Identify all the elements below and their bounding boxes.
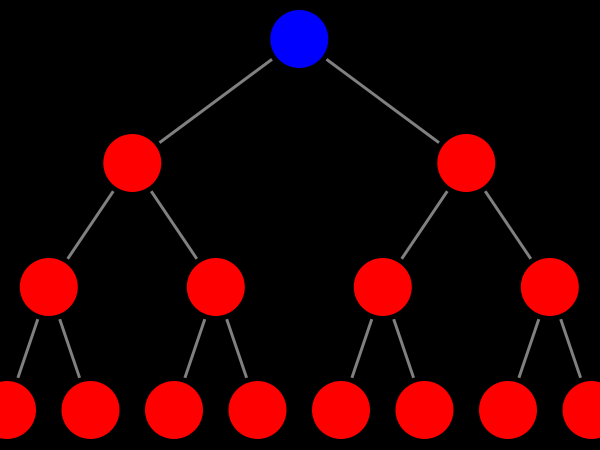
tree-node — [312, 381, 370, 439]
tree-node — [353, 258, 412, 316]
tree-node — [19, 258, 78, 316]
tree-edge — [225, 318, 249, 379]
tree-edge — [58, 318, 82, 379]
tree-node — [61, 381, 120, 439]
tree-edge — [559, 318, 583, 379]
tree-node — [395, 381, 454, 439]
tree-node — [520, 258, 579, 316]
tree-edge — [149, 190, 199, 260]
tree-edge — [350, 318, 374, 379]
tree-edge — [517, 318, 541, 379]
tree-node — [0, 381, 36, 439]
tree-edge — [16, 318, 40, 379]
tree-node — [103, 134, 162, 192]
tree-edge — [183, 318, 207, 379]
tree-edge — [66, 190, 115, 260]
tree-edge — [325, 58, 440, 144]
tree-node — [437, 134, 496, 192]
tree-edge — [483, 190, 533, 260]
tree-edge — [400, 190, 449, 260]
tree-node — [145, 381, 203, 439]
tree-edges — [16, 58, 583, 379]
tree-edge — [158, 58, 273, 144]
tree-node — [186, 258, 245, 316]
tree-edge — [392, 318, 416, 379]
tree-node — [562, 381, 600, 439]
root-node — [270, 10, 329, 68]
tree-node — [479, 381, 537, 439]
tree-node — [228, 381, 287, 439]
tree-nodes — [0, 10, 600, 439]
